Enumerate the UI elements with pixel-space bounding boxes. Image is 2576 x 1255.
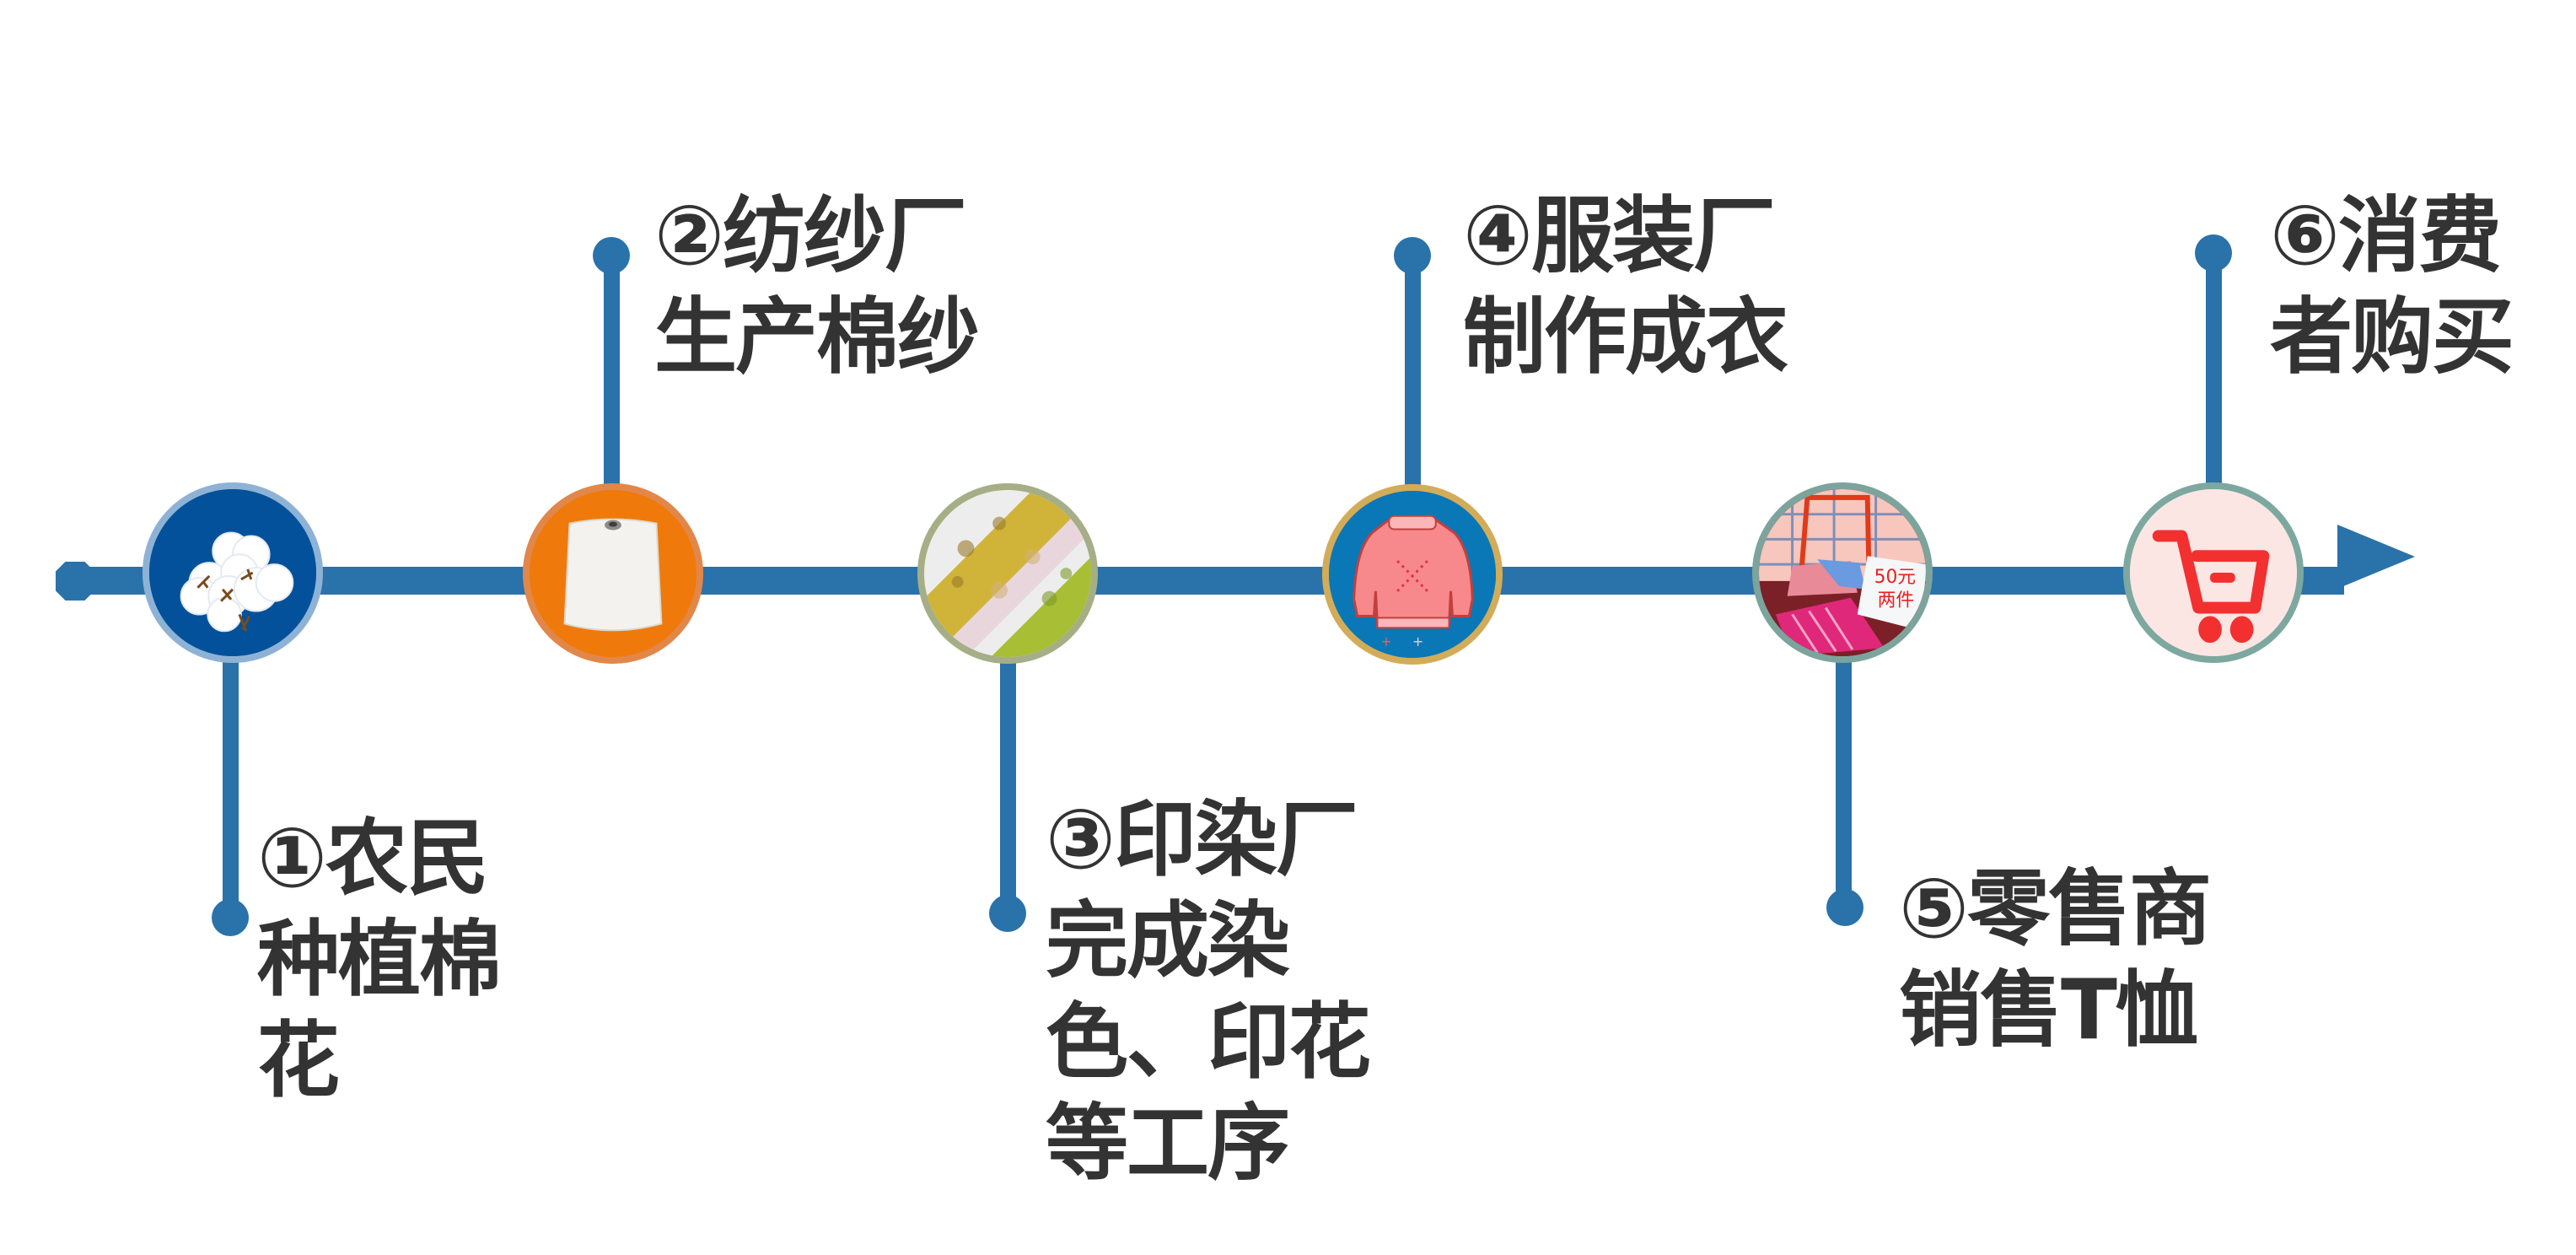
step-3-label-line-1: ③印染厂 [1046, 792, 1358, 888]
step-4-dot [1394, 237, 1431, 274]
step-2-connector [604, 256, 620, 485]
step-6-connector [2206, 253, 2222, 485]
step-6-label-line-1: ⑥消费 [2270, 188, 2502, 284]
step-4-connector [1405, 256, 1421, 485]
step-4-node: ++ [1322, 484, 1503, 665]
step-2-label-line-2: 生产棉纱 [654, 289, 980, 385]
price-sign-text: 50元 [1874, 567, 1916, 588]
step-5-connector [1836, 649, 1852, 908]
step-4-label-line-2: 制作成衣 [1463, 289, 1788, 385]
step-1-connector [223, 658, 239, 918]
step-5-label: ⑤零售商 销售T恤 [1899, 859, 2212, 1061]
step-2-node [523, 483, 703, 664]
step-5-dot [1826, 889, 1863, 926]
retail-stall-icon: 50元 两件 [1759, 489, 1926, 656]
step-2-dot [593, 237, 630, 274]
step-6-label-line-2: 者购买 [2270, 289, 2514, 385]
step-6-node [2123, 482, 2304, 663]
yarn-spool-icon [530, 490, 696, 657]
svg-text:+: + [1412, 633, 1423, 649]
svg-text:+: + [1380, 633, 1391, 649]
step-3-dot [989, 895, 1026, 932]
step-1-label-line-3: 花 [257, 1013, 340, 1109]
step-3-label-line-3: 色、印花 [1046, 994, 1371, 1091]
step-3-label-line-2: 完成染 [1046, 893, 1290, 989]
cotton-boll-icon [149, 489, 316, 656]
step-5-label-line-2: 销售T恤 [1899, 962, 2198, 1058]
step-5-label-line-1: ⑤零售商 [1899, 861, 2212, 957]
timeline-axis [76, 567, 2344, 595]
step-6-label: ⑥消费 者购买 [2270, 186, 2514, 388]
step-1-label-line-2: 种植棉 [257, 912, 502, 1008]
timeline-arrow-head-icon [2337, 525, 2415, 589]
step-3-node [917, 483, 1098, 664]
step-2-label: ②纺纱厂 生产棉纱 [654, 186, 980, 388]
step-6-dot [2195, 234, 2232, 272]
step-3-label: ③印染厂 完成染 色、印花 等工序 [1046, 789, 1371, 1194]
step-4-label-line-1: ④服装厂 [1463, 188, 1776, 284]
step-4-label: ④服装厂 制作成衣 [1463, 186, 1788, 388]
step-1-label-line-1: ①农民 [257, 811, 489, 907]
step-2-label-line-1: ②纺纱厂 [654, 188, 967, 284]
step-1-node [143, 482, 323, 663]
step-3-label-line-4: 等工序 [1046, 1096, 1290, 1192]
step-5-node: 50元 两件 [1752, 482, 1933, 663]
sweater-icon: ++ [1329, 491, 1496, 658]
step-1-dot [212, 899, 249, 936]
shopping-cart-icon [2130, 489, 2297, 656]
step-1-label: ①农民 种植棉 花 [257, 808, 502, 1112]
step-3-connector [1000, 658, 1016, 913]
price-sign-text-2: 两件 [1878, 590, 1915, 611]
printed-fabric-rolls-icon [924, 490, 1091, 657]
